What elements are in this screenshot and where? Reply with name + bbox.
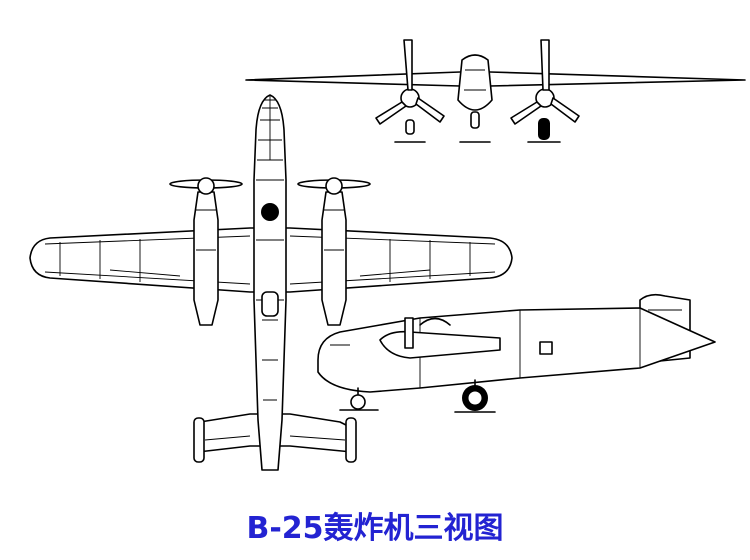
diagram-caption: B-25轰炸机三视图 <box>246 511 504 546</box>
front-view <box>245 39 746 143</box>
side-view-nose-wheel <box>350 394 366 410</box>
side-view-fuselage <box>317 307 716 393</box>
top-view-fuselage <box>253 94 287 471</box>
top-view-left-propeller <box>169 177 243 195</box>
front-view-right-propeller <box>510 39 580 125</box>
top-view <box>29 94 513 471</box>
front-view-left-propeller <box>375 39 445 125</box>
top-view-left-nacelle <box>193 191 219 326</box>
top-view-right-nacelle <box>321 191 347 326</box>
front-view-wing <box>245 71 746 87</box>
top-view-right-propeller <box>297 177 371 195</box>
side-view <box>317 293 716 413</box>
front-view-fuselage <box>457 54 493 111</box>
